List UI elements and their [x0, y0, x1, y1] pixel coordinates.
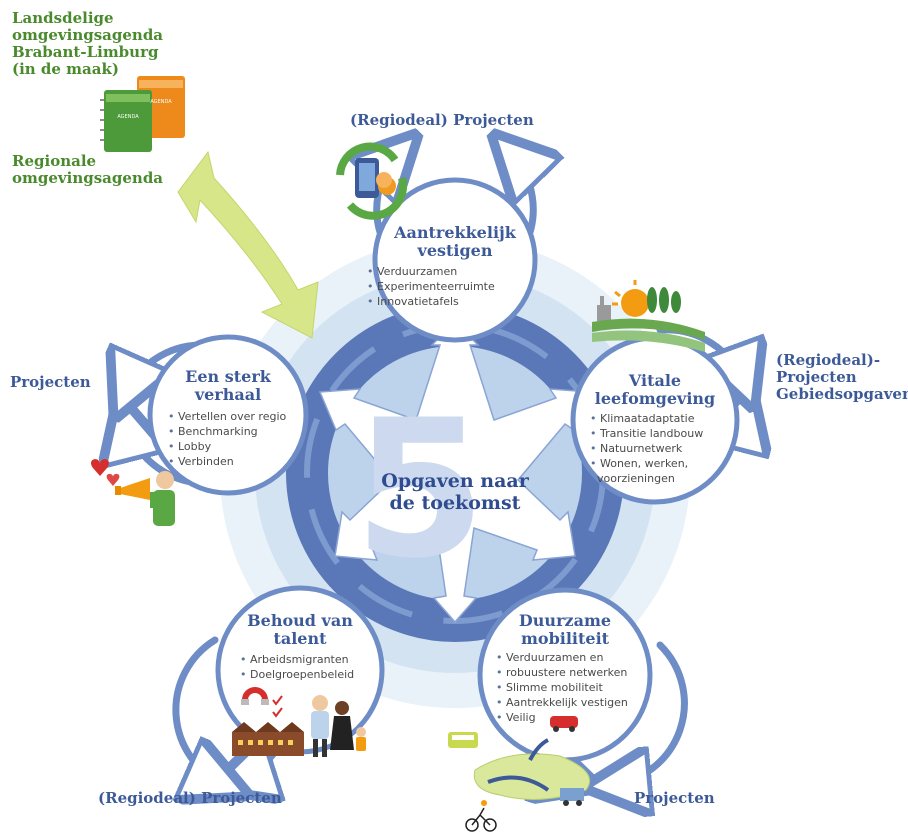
- agenda-books-icon: AGENDA AGENDA: [100, 76, 185, 152]
- national-agenda-line: (in de maak): [12, 60, 119, 78]
- list-item: Natuurnetwerk: [590, 441, 703, 456]
- circle-title-line: Vitale: [628, 371, 682, 390]
- agenda-connection-arrow: [177, 150, 319, 339]
- list-item: Verduurzamen en: [496, 650, 628, 665]
- circle-title-line: Duurzame: [518, 611, 612, 630]
- arrow-bottomright-outer: [610, 641, 688, 785]
- circle-title-line: Aantrekkelijk: [394, 223, 516, 242]
- regional-agenda-line: omgevingsagenda: [12, 169, 164, 187]
- list-item: Arbeidsmigranten: [240, 652, 354, 667]
- circle-bullet-list: Arbeidsmigranten Doelgroepenbeleid: [240, 652, 354, 682]
- list-item: Verduurzamen: [367, 264, 495, 279]
- list-item: Transitie landbouw: [590, 426, 703, 441]
- circle-title-line: mobiliteit: [520, 629, 610, 648]
- circle-title-line: vestigen: [417, 241, 493, 260]
- sun-farmland-icon: [592, 280, 705, 352]
- arrow-bottomleft-outer: [172, 636, 225, 785]
- circle-title-line: Behoud van: [247, 611, 353, 630]
- circle-title: Duurzame mobiliteit: [495, 612, 635, 648]
- circle-title-line: verhaal: [194, 385, 262, 404]
- label-right-line: (Regiodeal)-: [776, 351, 881, 369]
- circle-title: Een sterk verhaal: [158, 368, 298, 404]
- list-item: Wonen, werken,: [590, 456, 703, 471]
- circle-title: Vitale leefomgeving: [585, 372, 725, 408]
- list-item: Slimme mobiliteit: [496, 680, 628, 695]
- factory-family-magnet-icon: [232, 687, 366, 757]
- agenda-book-label: AGENDA: [117, 114, 139, 120]
- list-item: Experimenteerruimte: [367, 279, 495, 294]
- phone-coin-recycle-icon: [336, 142, 407, 220]
- national-agenda-line: omgevingsagenda: [12, 26, 164, 44]
- national-agenda-line: Brabant-Limburg: [12, 43, 159, 61]
- list-item: Verbinden: [168, 454, 286, 469]
- circle-bullet-list: Verduurzamen en robuustere netwerken Sli…: [496, 650, 628, 725]
- circle-bullet-list: Klimaatadaptatie Transitie landbouw Natu…: [590, 411, 703, 486]
- center-title-line: de toekomst: [389, 492, 521, 514]
- circle-title: Aantrekkelijk vestigen: [385, 224, 525, 260]
- circle-title-line: Een sterk: [185, 367, 271, 386]
- regional-agenda-label: Regionale omgevingsagenda: [12, 153, 163, 187]
- list-item: Vertellen over regio: [168, 409, 286, 424]
- circle-title: Behoud van talent: [230, 612, 370, 648]
- list-item: Veilig: [496, 710, 628, 725]
- label-top-projects: (Regiodeal) Projecten: [350, 111, 534, 129]
- label-bottom-right-projects: Projecten: [634, 789, 715, 807]
- label-left-projects: Projecten: [10, 373, 91, 391]
- list-item: voorzieningen: [597, 472, 675, 485]
- agenda-book-label-2: AGENDA: [150, 99, 172, 105]
- list-item: Doelgroepenbeleid: [240, 667, 354, 682]
- label-bottom-left-projects: (Regiodeal) Projecten: [98, 789, 282, 807]
- circle-bullet-list: Verduurzamen Experimenteerruimte Innovat…: [367, 264, 495, 309]
- circle-title-line: leefomgeving: [594, 389, 716, 408]
- circle-title-line: talent: [273, 629, 327, 648]
- list-item: Klimaatadaptatie: [590, 411, 703, 426]
- circle-bullet-list: Vertellen over regio Benchmarking Lobby …: [168, 409, 286, 469]
- center-title: Opgaven naar de toekomst: [355, 470, 555, 514]
- label-right-line: Projecten: [776, 368, 857, 386]
- national-agenda-label: Landsdelige omgevingsagenda Brabant-Limb…: [12, 10, 163, 78]
- list-item: Benchmarking: [168, 424, 286, 439]
- center-title-line: Opgaven naar: [381, 470, 529, 492]
- label-right-line: Gebiedsopgaven: [776, 385, 908, 403]
- national-agenda-line: Landsdelige: [12, 9, 114, 27]
- label-right-projects: (Regiodeal)- Projecten Gebiedsopgaven: [776, 352, 908, 403]
- regional-agenda-line: Regionale: [12, 152, 97, 170]
- list-item: robuustere netwerken: [496, 665, 628, 680]
- list-item: Aantrekkelijk vestigen: [496, 695, 628, 710]
- list-item: Lobby: [168, 439, 286, 454]
- megaphone-person-icon: [91, 459, 175, 526]
- list-item: Innovatietafels: [367, 294, 495, 309]
- center-number: 5: [354, 379, 486, 600]
